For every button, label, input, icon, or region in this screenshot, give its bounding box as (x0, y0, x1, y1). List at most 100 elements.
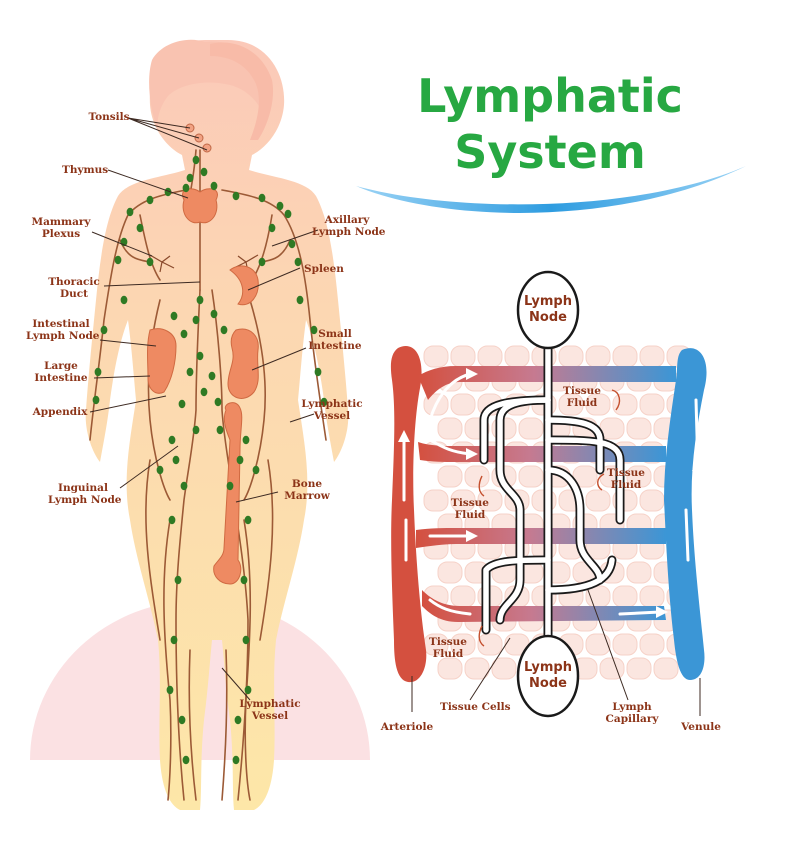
lymph-node-dot (168, 435, 176, 445)
label-line: Tissue Cells (440, 701, 511, 713)
large-intestine-organ (147, 328, 177, 394)
tissue-cell (450, 489, 476, 512)
lymph-node-dot (216, 425, 224, 435)
tissue-cell (450, 345, 476, 368)
label-venule: Venule (676, 721, 726, 733)
lymph-node-dot (258, 193, 266, 203)
lymph-node-dot (240, 575, 248, 585)
lymph-node-dot (268, 223, 276, 233)
tissue-cell (491, 657, 517, 680)
thymus-organ (182, 188, 218, 224)
label-line: Node (529, 310, 567, 325)
lymph-node-dot (242, 635, 250, 645)
tissue-cell (612, 393, 638, 416)
lymph-node-dot (232, 755, 240, 765)
tissue-cell (585, 633, 611, 656)
label-line: Spleen (304, 263, 344, 275)
label-line: Thoracic (48, 276, 100, 288)
lymph-node-dot (182, 755, 190, 765)
lymph-node-dot (294, 257, 302, 267)
tissue-cell (639, 393, 665, 416)
title-line-2: System (454, 125, 646, 179)
lymph-node-dot (314, 367, 322, 377)
lymph-node-dot (186, 367, 194, 377)
capillary-leader-lines (411, 589, 701, 716)
lymph-node-dot (120, 295, 128, 305)
label-line: Intestine (308, 340, 362, 352)
tissue-cell (464, 465, 490, 488)
spleen-organ (229, 265, 259, 306)
tissue-cell (599, 657, 625, 680)
label-line: Tonsils (88, 111, 130, 123)
lymph-node-dot (180, 329, 188, 339)
flow-arrows (402, 372, 700, 616)
lymph-node-dot (178, 399, 186, 409)
lymph-node-dot (200, 387, 208, 397)
lymph-node-dot (192, 425, 200, 435)
label-line: Mammary (31, 216, 91, 228)
arteriole-vessel (390, 345, 427, 683)
label-line: Node (529, 676, 567, 691)
label-arteriole: Arteriole (376, 721, 438, 733)
label-line: Large (44, 360, 78, 372)
tissue-cell (423, 345, 449, 368)
label-line: Axillary (324, 214, 370, 226)
tissue-cell (437, 417, 463, 440)
label-line: Arteriole (380, 721, 434, 733)
label-line: Fluid (432, 648, 464, 660)
lymph-node-dot (192, 315, 200, 325)
label-tissue-cells: Tissue Cells (440, 701, 511, 713)
lymph-node-dot (310, 325, 318, 335)
label-line: Lymphatic (301, 398, 363, 410)
label-line: Fluid (610, 479, 642, 491)
lymph-node-dot (126, 207, 134, 217)
tissue-cell (626, 417, 652, 440)
lymph-node-dot (220, 325, 228, 335)
lymph-node-dot (146, 195, 154, 205)
label-line: Thymus (62, 164, 109, 176)
lymph-node-dot (168, 515, 176, 525)
lymph-node-dot (94, 367, 102, 377)
lymph-node-dot (242, 435, 250, 445)
label-line: Appendix (32, 406, 88, 418)
lymph-node-dot (208, 371, 216, 381)
lymph-node-dot (296, 295, 304, 305)
tissue-cell (450, 633, 476, 656)
lymph-node-dot (226, 481, 234, 491)
lymph-nodes (92, 155, 328, 765)
label-line: Lymph Node (312, 226, 386, 238)
lymph-node-dot (178, 715, 186, 725)
lymph-node-dot (92, 395, 100, 405)
lymph-node-dot (244, 685, 252, 695)
tissue-cell (639, 633, 665, 656)
label-tonsils: Tonsils (88, 111, 130, 123)
lymph-node-dot (252, 465, 260, 475)
tissue-cell (626, 465, 652, 488)
small-intestine-organ (227, 328, 259, 399)
tissue-cell (626, 657, 652, 680)
lymph-node-dot (170, 635, 178, 645)
capillary-bed-panel (390, 270, 707, 718)
lymph-node-dot (146, 257, 154, 267)
lymph-node-dot (100, 325, 108, 335)
label-line: Vessel (251, 710, 289, 722)
tissue-cell (437, 561, 463, 584)
lymph-node-dot (320, 397, 328, 407)
lymph-node-dot (236, 455, 244, 465)
label-line: Inguinal (58, 482, 108, 494)
label-line: Fluid (454, 509, 486, 521)
bone-marrow-bone (213, 402, 243, 585)
tissue-cell (464, 657, 490, 680)
organs (147, 188, 259, 585)
label-line: Tissue (607, 467, 645, 479)
